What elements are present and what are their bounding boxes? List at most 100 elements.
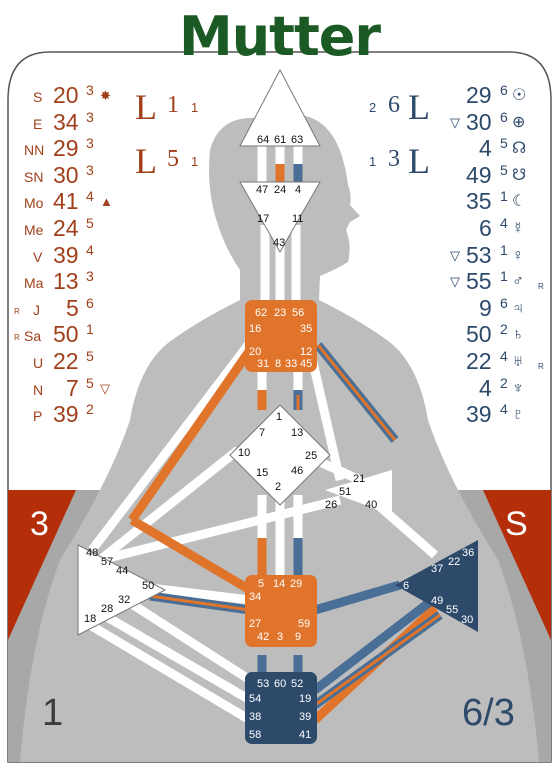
gate-num: 5	[258, 578, 264, 590]
retrograde-mark: R	[538, 362, 544, 371]
planet-line: 2	[86, 401, 94, 418]
planet-line: 1	[86, 321, 94, 338]
gate-num: 19	[299, 693, 311, 705]
planet-gate: 35	[466, 188, 492, 215]
variable-arrow: L	[408, 87, 430, 127]
gate-num: 64	[257, 134, 269, 146]
gate-num: 57	[101, 556, 113, 568]
gate-num: 31	[257, 358, 269, 370]
gate-num: 24	[274, 184, 286, 196]
planet-line: 5	[500, 135, 508, 152]
planet-gate: 7	[66, 374, 79, 401]
planet-label: Sa	[24, 328, 42, 345]
gate-num: 42	[257, 631, 269, 643]
planet-line: 3	[86, 161, 94, 178]
planet-line: 6	[500, 294, 508, 311]
gate-num: 51	[339, 486, 351, 498]
planet-line: 4	[500, 348, 508, 364]
planet-line: 4	[500, 215, 508, 231]
gate-num: 55	[446, 604, 458, 616]
solar-plexus-center	[395, 540, 478, 632]
planet-gate: 22	[53, 348, 79, 374]
gate-num: 43	[273, 237, 285, 249]
planet-gate: 39	[466, 401, 492, 428]
variable-small: 1	[191, 100, 199, 115]
planet-label: N	[33, 381, 44, 398]
gate-num: 14	[273, 578, 285, 590]
gate-num: 56	[292, 307, 304, 319]
planet-line: 3	[86, 108, 94, 125]
planet-label: U	[33, 355, 44, 371]
planet-symbol-icon: ♃	[512, 299, 524, 317]
planet-gate: 29	[53, 135, 79, 162]
planet-line: 5	[86, 348, 94, 364]
planet-mark: ▽	[100, 380, 110, 396]
planet-symbol-icon: ♀	[512, 246, 524, 264]
gate-num: 1	[276, 411, 282, 423]
gate-num: 39	[299, 711, 311, 723]
planet-line: 3	[86, 135, 94, 152]
personality-planet-row: 22 4♅ R	[448, 348, 548, 376]
channels-mixed	[149, 344, 441, 707]
planet-label: J	[33, 301, 40, 318]
g-center	[229, 404, 331, 506]
design-planet-row: SN 30 3	[0, 161, 130, 190]
planet-gate: 55	[466, 268, 492, 295]
planet-line: 4	[86, 241, 94, 258]
planet-gate: 24	[53, 215, 79, 241]
variable-small: 1	[191, 154, 199, 169]
throat-center	[245, 300, 317, 372]
variable-num: 3	[388, 146, 400, 172]
variable-num: 5	[167, 146, 179, 172]
planet-symbol-icon: ♅	[512, 353, 524, 370]
gate-num: 44	[116, 565, 128, 577]
planet-line: 5	[86, 215, 94, 231]
planet-mark: ▽	[450, 274, 460, 290]
planet-line: 3	[86, 268, 94, 285]
planet-gate: 5	[66, 294, 79, 321]
gate-num: 62	[255, 307, 267, 319]
sacral-solar-root-gate-numbers: 5 14 29 34 27 59 42 3 9 36 37 22 6 49 55…	[249, 547, 474, 741]
ajna-center	[239, 181, 321, 254]
planet-gate: 22	[466, 348, 492, 374]
gate-num: 25	[305, 450, 317, 462]
design-planet-row: U 22 5	[0, 348, 130, 376]
planet-line: 5	[86, 374, 94, 391]
planet-line: 6	[86, 294, 94, 311]
gate-num: 11	[292, 213, 303, 225]
planet-label: Ma	[24, 275, 44, 292]
planet-gate: 30	[53, 161, 79, 188]
variable-arrow: L	[135, 87, 157, 127]
gate-num: 29	[290, 578, 302, 590]
planet-gate: 34	[53, 108, 79, 135]
gate-num: 13	[291, 427, 303, 439]
variable-arrow: L	[135, 141, 157, 181]
gate-num: 6	[403, 580, 409, 592]
planet-line: 6	[500, 82, 508, 98]
planet-symbol-icon: ☊	[512, 140, 527, 158]
gate-num: 37	[431, 563, 443, 575]
variable-arrow: L	[408, 141, 430, 181]
gate-num: 33	[285, 358, 297, 370]
planet-label: SN	[24, 168, 44, 185]
gate-num: 41	[299, 729, 311, 741]
gate-num: 9	[295, 631, 301, 643]
gate-num: 49	[431, 595, 443, 607]
gate-num: 2	[275, 481, 281, 493]
planet-gate: 50	[53, 321, 79, 348]
retrograde-mark: R	[14, 333, 20, 343]
planet-line: 1	[500, 241, 508, 258]
